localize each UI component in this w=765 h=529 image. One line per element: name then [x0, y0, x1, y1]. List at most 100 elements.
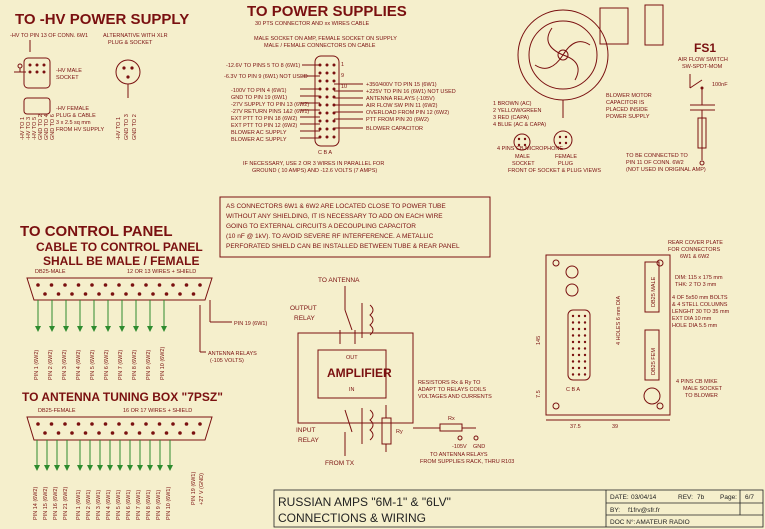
panel-pin — [577, 366, 581, 370]
panel-db25-male — [644, 261, 660, 313]
gnd-label: GND — [473, 444, 485, 450]
cp-pin — [164, 292, 169, 296]
xlr-socket — [115, 59, 141, 85]
ps-left-labels: -12.6V TO PINS 5 TO 8 (6W1) -6.3V TO PIN… — [224, 63, 309, 143]
ps-pin — [332, 135, 336, 139]
svg-text:-HV TO 1: -HV TO 1 — [116, 117, 122, 140]
hv-alt-label2: PLUG & SOCKET — [108, 40, 153, 46]
atb-pin — [90, 422, 94, 426]
atb-pin-leads — [34, 440, 173, 471]
ps-note3: IF NECESSARY, USE 2 OR 3 WIRES IN PARALL… — [243, 161, 384, 167]
panel-db25-fem — [644, 329, 660, 381]
hv-alt-label: ALTERNATIVE WITH XLR — [103, 33, 168, 39]
panel-pin — [571, 353, 575, 357]
cp-title: TO CONTROL PANEL — [20, 223, 173, 240]
panel-cba: C B A — [566, 387, 580, 393]
ps-left-9: BLOWER AC SUPPLY — [231, 137, 287, 143]
panel-line-7: 4 OF 5x50 mm BOLTS — [672, 295, 728, 301]
atb-lead-arrow — [127, 465, 133, 471]
atb-pin — [83, 431, 88, 435]
mic-male-socket — [513, 133, 531, 151]
page-value: 6/7 — [745, 494, 754, 501]
panel-line-1: FOR CONNECTORS — [668, 247, 720, 253]
cp-relays2: (-105 VOLTS) — [210, 358, 244, 364]
panel-pin — [577, 347, 581, 350]
panel-pin — [583, 314, 587, 318]
mic-male: MALE — [515, 154, 530, 160]
doc-label: DOC N°: — [610, 518, 636, 526]
cp-pin — [124, 292, 128, 296]
atb-pin — [56, 431, 61, 435]
panel-pin — [571, 360, 575, 363]
svg-text:-HV TO 1: -HV TO 1 — [20, 117, 26, 140]
to-antenna: TO ANTENNA — [318, 277, 360, 284]
svg-text:PIN 21 (6W2): PIN 21 (6W2) — [63, 487, 69, 520]
hv-male-socket — [23, 57, 51, 89]
panel-pin — [577, 373, 581, 376]
ps-note1: MALE SOCKET ON AMP, FEMALE SOCKET ON SUP… — [254, 36, 397, 42]
panel-d75: 7.5 — [536, 390, 542, 398]
atb-pin — [157, 422, 162, 426]
hv-female-plug — [23, 97, 51, 115]
atb-pin — [97, 431, 101, 435]
ps-left-3: GND TO PIN 19 (6W1) — [231, 95, 287, 101]
cp-lead-arrow — [105, 326, 111, 332]
panel-pin — [577, 334, 581, 337]
ps-pin — [318, 119, 322, 123]
cp-pin — [191, 292, 196, 296]
note-box: AS CONNECTORS 6W1 & 6W2 ARE LOCATED CLOS… — [219, 196, 491, 258]
atb-lead-arrow — [147, 465, 153, 471]
cp-lead-arrow — [91, 326, 97, 332]
panel-pin — [571, 366, 575, 370]
svg-text:PIN 7 (6W2): PIN 7 (6W2) — [118, 350, 124, 380]
hv-female-label2: PLUG & CABLE — [56, 113, 96, 119]
ps-left-8: BLOWER AC SUPPLY — [231, 130, 287, 136]
svg-text:GND TO 4: GND TO 4 — [44, 114, 50, 140]
atb-pin — [117, 422, 121, 426]
cap-label: 100nF — [712, 82, 728, 88]
fs1-type: SW-SPDT-MOM — [682, 64, 723, 70]
ps-right-0: +350/400V TO PIN 15 (6W1) — [366, 82, 437, 88]
panel-pin — [571, 340, 575, 344]
atb-db25-label: DB25-FEMALE — [38, 408, 76, 414]
output-relay: OUTPUT — [290, 305, 317, 312]
hv-male-label2: SOCKET — [56, 75, 79, 81]
panel-section: C B A DB25 MALE DB25 FEM 4 HOLES 6 mm DI… — [536, 240, 730, 430]
atb-pin — [178, 431, 182, 435]
svg-text:PIN 9 (6W2): PIN 9 (6W2) — [146, 350, 152, 380]
ps-subtitle: 30 PTS CONNECTOR AND xx WIRES CABLE — [255, 21, 370, 27]
cp-pin — [70, 292, 74, 296]
cp-pin — [90, 283, 94, 287]
ps-pin-1: 1 — [341, 62, 344, 68]
airflow-switch-box — [644, 4, 664, 46]
atb-connector-pins — [36, 422, 202, 435]
note-line-0: AS CONNECTORS 6W1 & 6W2 ARE LOCATED CLOS… — [226, 203, 446, 210]
atb-lead-arrow — [77, 465, 83, 471]
atb-title: TO ANTENNA TUNING BOX "7PSZ" — [22, 390, 223, 404]
cp-pin — [157, 283, 162, 287]
blower-motor-2: PLACED INSIDE — [606, 107, 648, 113]
ps-pin — [325, 135, 329, 139]
atb-pin — [110, 431, 115, 435]
blower-motor-3: POWER SUPPLY — [606, 114, 650, 120]
cp-pin — [63, 283, 67, 287]
fs1-desc: AIR FLOW SWITCH — [678, 57, 728, 63]
ps-right-2: ANTENNA RELAYS (-105V) — [366, 96, 435, 102]
panel-hole-top — [565, 265, 579, 279]
svg-text:GND TO 6: GND TO 6 — [50, 114, 56, 140]
date-value: 03/04/14 — [631, 494, 657, 501]
atb-pin — [36, 422, 40, 426]
ps-pin — [325, 95, 329, 99]
ps-pin — [318, 111, 322, 115]
atb-lead-arrow — [64, 465, 70, 471]
atb-pin — [184, 422, 189, 426]
cp-pin — [178, 292, 182, 296]
panel-line-4: DIM: 115 x 175 mm — [675, 275, 723, 281]
panel-pin — [571, 373, 575, 376]
atb-lead-arrow — [87, 465, 93, 471]
svg-text:PIN 5 (6W2): PIN 5 (6W2) — [90, 350, 96, 380]
note-line-1: WITHOUT ANY SHIELDING, IT IS NECESSARY T… — [226, 213, 443, 220]
panel-pin — [583, 353, 587, 357]
amp-in: IN — [349, 387, 355, 393]
mic-female-plug — [553, 130, 573, 150]
